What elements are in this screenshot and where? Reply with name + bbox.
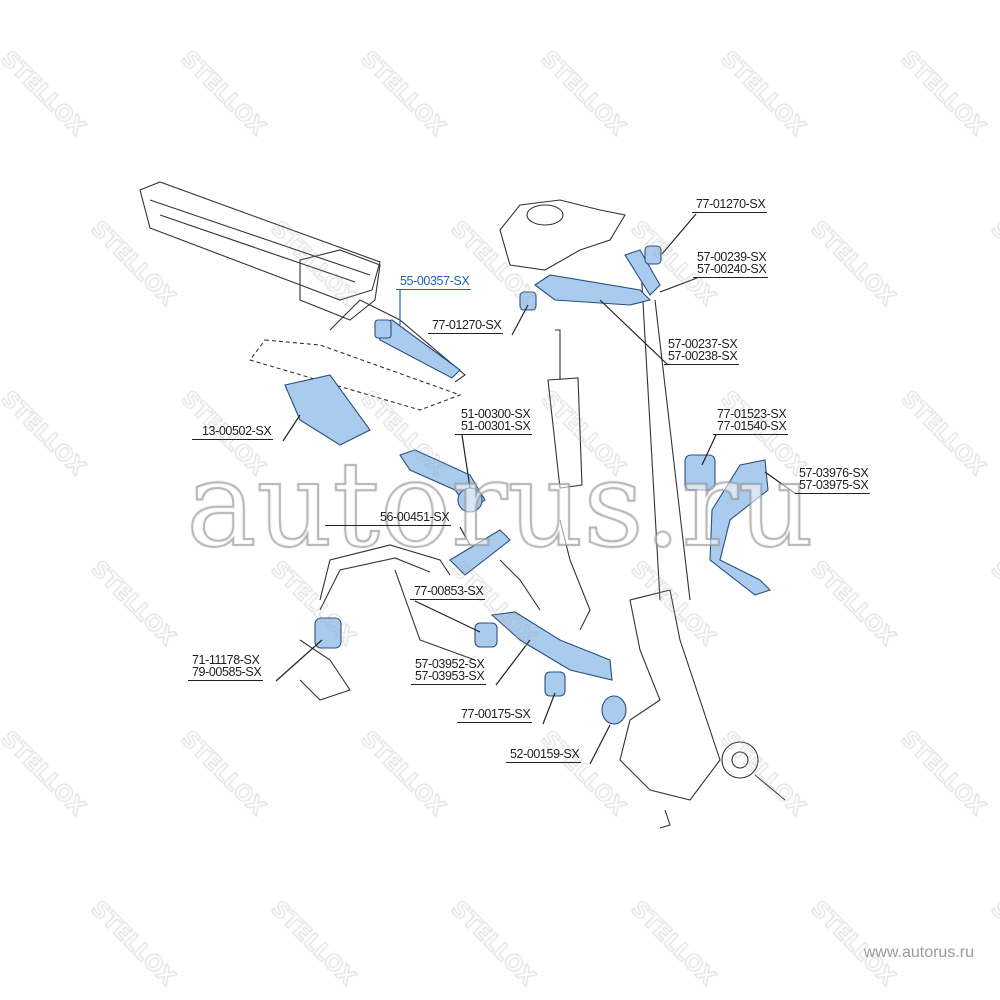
part-number: 77-01523-SX: [717, 407, 787, 421]
part-number: 57-00238-SX: [668, 349, 738, 363]
part-number: 57-03976-SX: [799, 466, 869, 480]
part-number: 77-01540-SX: [717, 419, 787, 433]
part-label-52-00159: 52-00159-SX: [506, 747, 582, 763]
part-number: 77-01270-SX: [696, 197, 766, 211]
part-number: 51-00300-SX: [461, 407, 531, 421]
part-number: 13-00502-SX: [202, 424, 272, 438]
part-number: 57-03953-SX: [415, 669, 485, 683]
site-url: www.autorus.ru: [863, 944, 974, 961]
part-label-77-00175: 77-00175-SX: [457, 707, 533, 723]
part-number: 52-00159-SX: [510, 747, 580, 761]
part-label-55-00357[interactable]: 55-00357-SX: [396, 274, 472, 290]
part-label-77-01270-top: 77-01270-SX: [692, 197, 768, 213]
part-number: 57-00240-SX: [697, 262, 767, 276]
part-number: 57-03975-SX: [799, 478, 869, 492]
part-label-77-00853: 77-00853-SX: [410, 584, 486, 600]
part-number: 57-03952-SX: [415, 657, 485, 671]
part-number: 57-00239-SX: [697, 250, 767, 264]
part-number: 79-00585-SX: [192, 665, 262, 679]
part-number: 77-01270-SX: [432, 318, 502, 332]
part-number: 77-00175-SX: [461, 707, 531, 721]
part-number: 56-00451-SX: [380, 510, 450, 524]
part-number[interactable]: 55-00357-SX: [400, 274, 470, 288]
part-number: 77-00853-SX: [414, 584, 484, 598]
part-label-56-00451: 56-00451-SX: [325, 510, 452, 526]
part-number: 57-00237-SX: [668, 337, 738, 351]
part-label-13-00502: 13-00502-SX: [192, 424, 274, 440]
part-number: 51-00301-SX: [461, 419, 531, 433]
part-label-77-01270-left: 77-01270-SX: [428, 318, 504, 334]
part-number: 71-11178-SX: [192, 653, 260, 667]
